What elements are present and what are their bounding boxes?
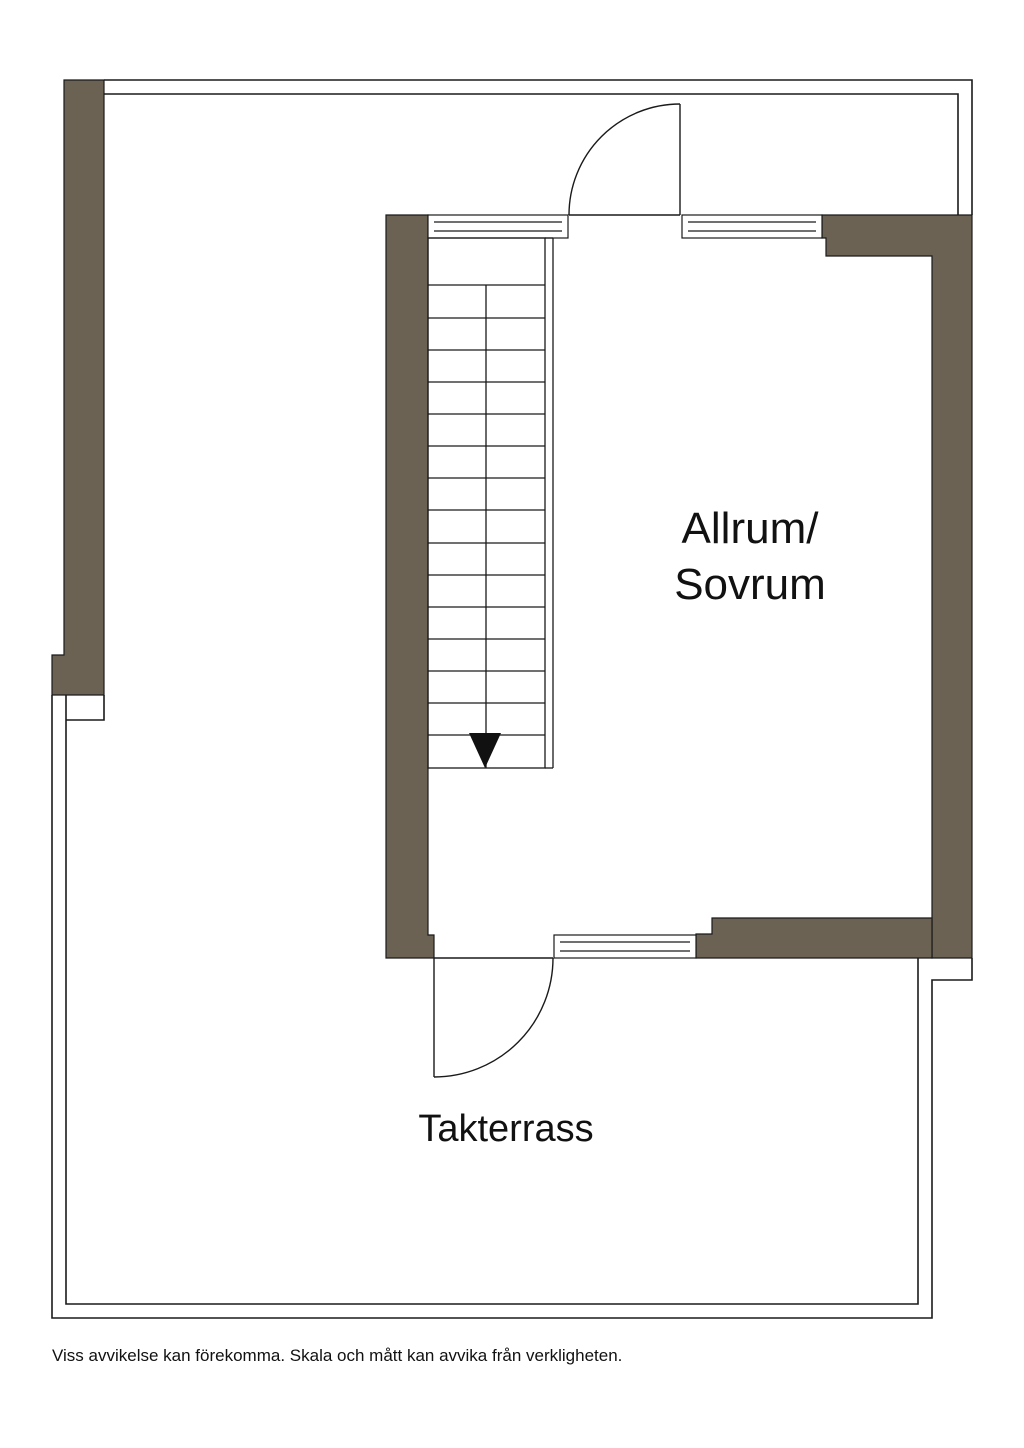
room-label-allrum: Allrum/ bbox=[681, 504, 819, 553]
room-walls bbox=[385, 214, 973, 959]
room-label-sovrum: Sovrum bbox=[674, 560, 826, 609]
left-wall bbox=[51, 79, 105, 696]
doors bbox=[433, 103, 681, 1078]
stair-arrow-down-icon bbox=[469, 733, 501, 768]
room-label-takterrass: Takterrass bbox=[418, 1108, 594, 1150]
disclaimer-text: Viss avvikelse kan förekomma. Skala och … bbox=[52, 1346, 623, 1365]
windows bbox=[427, 214, 823, 959]
staircase bbox=[427, 237, 554, 769]
terrace-railing bbox=[51, 79, 973, 1319]
